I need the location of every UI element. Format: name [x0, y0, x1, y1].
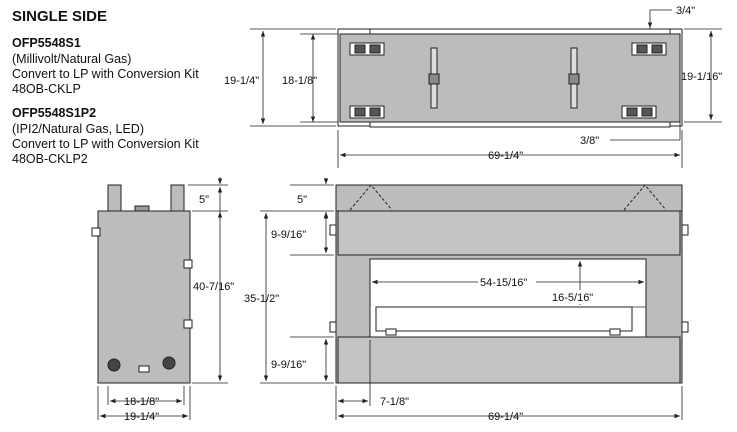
model-desc-1c: 48OB-CKLP [12, 82, 81, 96]
model-name-2: OFP5548S1P2 [12, 106, 97, 120]
dim-side-inner-depth: 18-1/8" [124, 396, 159, 408]
dim-front-height: 35-1/2" [244, 293, 279, 305]
dim-top-overhang: 3/4" [676, 5, 695, 17]
model-name-1: OFP5548S1 [12, 36, 81, 50]
front-view-dimensions [260, 178, 683, 420]
model-desc-2a: (IPI2/Natural Gas, LED) [12, 122, 144, 136]
dim-front-top: 5" [297, 194, 307, 206]
side-view [91, 184, 193, 384]
dim-side-height: 40-7/16" [193, 281, 234, 293]
dim-top-right-height: 19-1/16" [681, 71, 722, 83]
dim-top-width: 69-1/4" [488, 150, 523, 162]
dim-front-opening-height: 16-5/16" [552, 292, 593, 304]
dim-top-inner-height: 18-1/8" [282, 75, 317, 87]
top-view-dimensions [250, 9, 722, 168]
side-view-dimensions [97, 177, 228, 420]
dim-side-outer-depth: 19-1/4" [124, 411, 159, 423]
dim-front-opening-width: 54-15/16" [480, 277, 527, 289]
model-desc-1b: Convert to LP with Conversion Kit [12, 67, 199, 81]
dim-top-outer-height: 19-1/4" [224, 75, 259, 87]
model-desc-2b: Convert to LP with Conversion Kit [12, 137, 199, 151]
dim-front-side-offset: 7-1/8" [380, 396, 409, 408]
dim-top-bottom-offset: 3/8" [580, 135, 599, 147]
model-desc-1a: (Millivolt/Natural Gas) [12, 52, 132, 66]
section-title: SINGLE SIDE [12, 8, 108, 25]
dim-front-upper-gap: 9-9/16" [271, 229, 306, 241]
model-desc-2c: 48OB-CKLP2 [12, 152, 88, 166]
dim-front-lower-gap: 9-9/16" [271, 359, 306, 371]
dim-side-top: 5" [199, 194, 209, 206]
dim-front-width: 69-1/4" [488, 411, 523, 423]
top-view [337, 28, 683, 128]
